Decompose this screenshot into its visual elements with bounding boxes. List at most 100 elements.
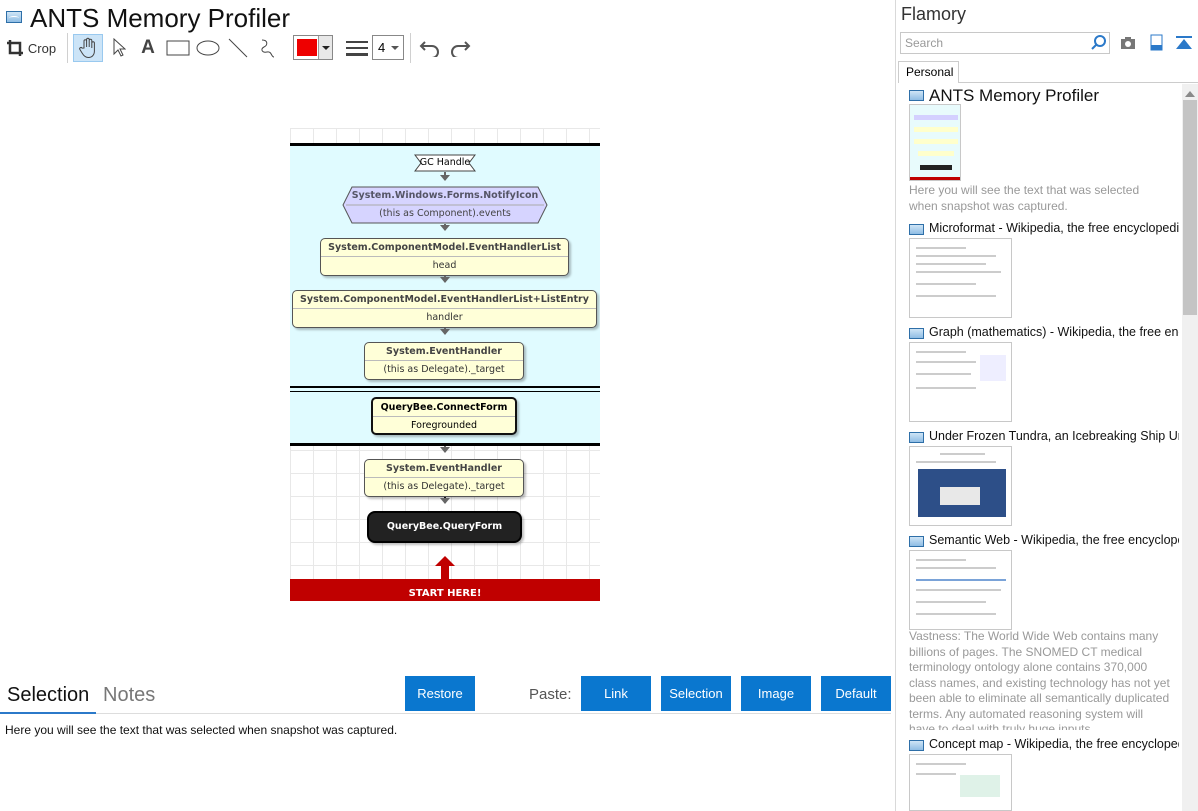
line-width-button[interactable]: [344, 34, 370, 62]
list-item-title[interactable]: Concept map - Wikipedia, the free encycl…: [929, 737, 1179, 751]
start-here-banner: START HERE!: [290, 579, 600, 601]
diagram-arrow: [440, 497, 450, 504]
page-icon: [909, 740, 924, 751]
diagram-node: QueryBee.ConnectForm Foregrounded: [371, 397, 517, 435]
paste-selection-button[interactable]: Selection: [661, 676, 731, 711]
rectangle-tool-button[interactable]: [164, 34, 192, 62]
diagram-arrow: [440, 446, 450, 453]
diagram-node: System.ComponentModel.EventHandlerList h…: [320, 238, 569, 276]
rectangle-icon: [166, 40, 190, 56]
diagram-node-body: (this as Delegate)._target: [383, 364, 505, 375]
page-icon: [909, 90, 924, 101]
active-tab-indicator: [0, 712, 96, 714]
crop-icon: [6, 40, 23, 56]
diagram-node-body: (this as Delegate)._target: [383, 481, 505, 492]
page-icon: [909, 432, 924, 443]
toolbar-divider: [410, 33, 411, 63]
line-icon: [228, 38, 248, 58]
page-title: ANTS Memory Profiler: [30, 3, 291, 33]
list-item-title[interactable]: Microformat - Wikipedia, the free encycl…: [929, 221, 1179, 235]
search-icon[interactable]: [1090, 34, 1108, 52]
tab-selection[interactable]: Selection: [7, 684, 90, 706]
diagram-node: System.ComponentModel.EventHandlerList+L…: [292, 290, 597, 328]
paste-label: Paste:: [529, 686, 572, 703]
diagram-node-header: System.ComponentModel.EventHandlerList+L…: [293, 291, 596, 309]
select-tool-button[interactable]: [106, 34, 132, 62]
tab-personal[interactable]: Personal: [898, 61, 959, 83]
pointer-icon: [113, 38, 126, 57]
list-item-thumbnail[interactable]: [909, 446, 1012, 526]
ellipse-icon: [196, 40, 220, 56]
paste-link-button[interactable]: Link: [581, 676, 651, 711]
line-tool-button[interactable]: [225, 34, 251, 62]
page-icon: [6, 11, 22, 23]
paste-image-button[interactable]: Image: [741, 676, 811, 711]
current-color-swatch: [297, 39, 317, 56]
diagram-arrow: [440, 172, 450, 181]
scroll-up-icon[interactable]: [1185, 86, 1195, 97]
list-item-thumbnail[interactable]: [909, 550, 1012, 630]
crop-button[interactable]: Crop: [5, 34, 57, 62]
page-icon: [909, 328, 924, 339]
diagram-node-header: QueryBee.ConnectForm: [373, 399, 515, 417]
list-item-title[interactable]: Graph (mathematics) - Wikipedia, the fre…: [929, 325, 1179, 339]
snapshot-image: GC Handle System.Windows.Forms.NotifyIco…: [290, 128, 600, 601]
diagram-divider: [290, 391, 600, 392]
gc-handle-shape: [414, 154, 476, 172]
hexagon-shape: [342, 186, 548, 224]
redo-button[interactable]: [446, 34, 474, 62]
gc-handle-label: GC Handle: [419, 157, 471, 168]
diagram-node-body: Foregrounded: [411, 420, 477, 431]
scrollbar-thumb[interactable]: [1183, 100, 1197, 315]
tab-divider: [96, 713, 891, 714]
text-tool-button[interactable]: A: [135, 34, 161, 62]
restore-button[interactable]: Restore: [405, 676, 475, 711]
diagram-node-header: System.Windows.Forms.NotifyIcon: [351, 190, 539, 201]
list-item-thumbnail[interactable]: [909, 342, 1012, 422]
line-width-icon: [346, 41, 368, 56]
collapse-icon[interactable]: [1175, 34, 1193, 52]
page-icon[interactable]: [1147, 34, 1165, 52]
paste-default-button[interactable]: Default: [821, 676, 891, 711]
diagram-node: System.EventHandler (this as Delegate)._…: [364, 342, 524, 380]
list-item-note: Here you will see the text that was sele…: [909, 183, 1140, 213]
freehand-tool-button[interactable]: [255, 34, 281, 62]
list-item-title[interactable]: Under Frozen Tundra, an Icebreaking Ship…: [929, 429, 1179, 443]
freehand-icon: [261, 39, 275, 58]
line-width-select[interactable]: 4: [372, 35, 404, 60]
brand-title: Flamory: [901, 4, 967, 24]
diagram-node: System.Windows.Forms.NotifyIcon (this as…: [342, 186, 548, 224]
diagram-arrow: [440, 224, 450, 231]
pan-tool-button[interactable]: [73, 34, 103, 62]
list-item-thumbnail[interactable]: [909, 104, 961, 181]
list-item-thumbnail[interactable]: [909, 754, 1012, 811]
undo-icon: [419, 41, 439, 57]
list-item-title[interactable]: ANTS Memory Profiler: [929, 86, 1100, 105]
camera-icon[interactable]: [1119, 34, 1137, 52]
chevron-down-icon: [318, 36, 332, 59]
diagram-node-body: head: [432, 260, 457, 271]
list-item-thumbnail[interactable]: [909, 238, 1012, 318]
selection-text[interactable]: Here you will see the text that was sele…: [5, 723, 398, 737]
undo-button[interactable]: [416, 34, 444, 62]
diagram-arrow: [440, 276, 450, 283]
diagram-node-body: (this as Component).events: [379, 208, 511, 219]
up-arrow-icon: [435, 556, 455, 580]
search-input[interactable]: Search: [900, 32, 1110, 54]
diagram-node-header: System.ComponentModel.EventHandlerList: [321, 239, 568, 257]
page-icon: [909, 536, 924, 547]
tab-divider: [959, 82, 1198, 83]
page-icon: [909, 224, 924, 235]
tab-notes[interactable]: Notes: [103, 684, 156, 706]
diagram-node-body: handler: [426, 312, 463, 323]
color-picker[interactable]: [293, 35, 333, 60]
diagram-node-header: System.EventHandler: [365, 343, 523, 361]
diagram-arrow: [440, 328, 450, 335]
diagram-node-header: System.EventHandler: [365, 460, 523, 478]
crop-label: Crop: [27, 40, 57, 56]
ellipse-tool-button[interactable]: [194, 34, 222, 62]
diagram-node: System.EventHandler (this as Delegate)._…: [364, 459, 524, 497]
list-item-title[interactable]: Semantic Web - Wikipedia, the free encyc…: [929, 533, 1179, 547]
list-item-note: Vastness: The World Wide Web contains ma…: [909, 629, 1170, 730]
diagram-divider: [290, 443, 600, 446]
